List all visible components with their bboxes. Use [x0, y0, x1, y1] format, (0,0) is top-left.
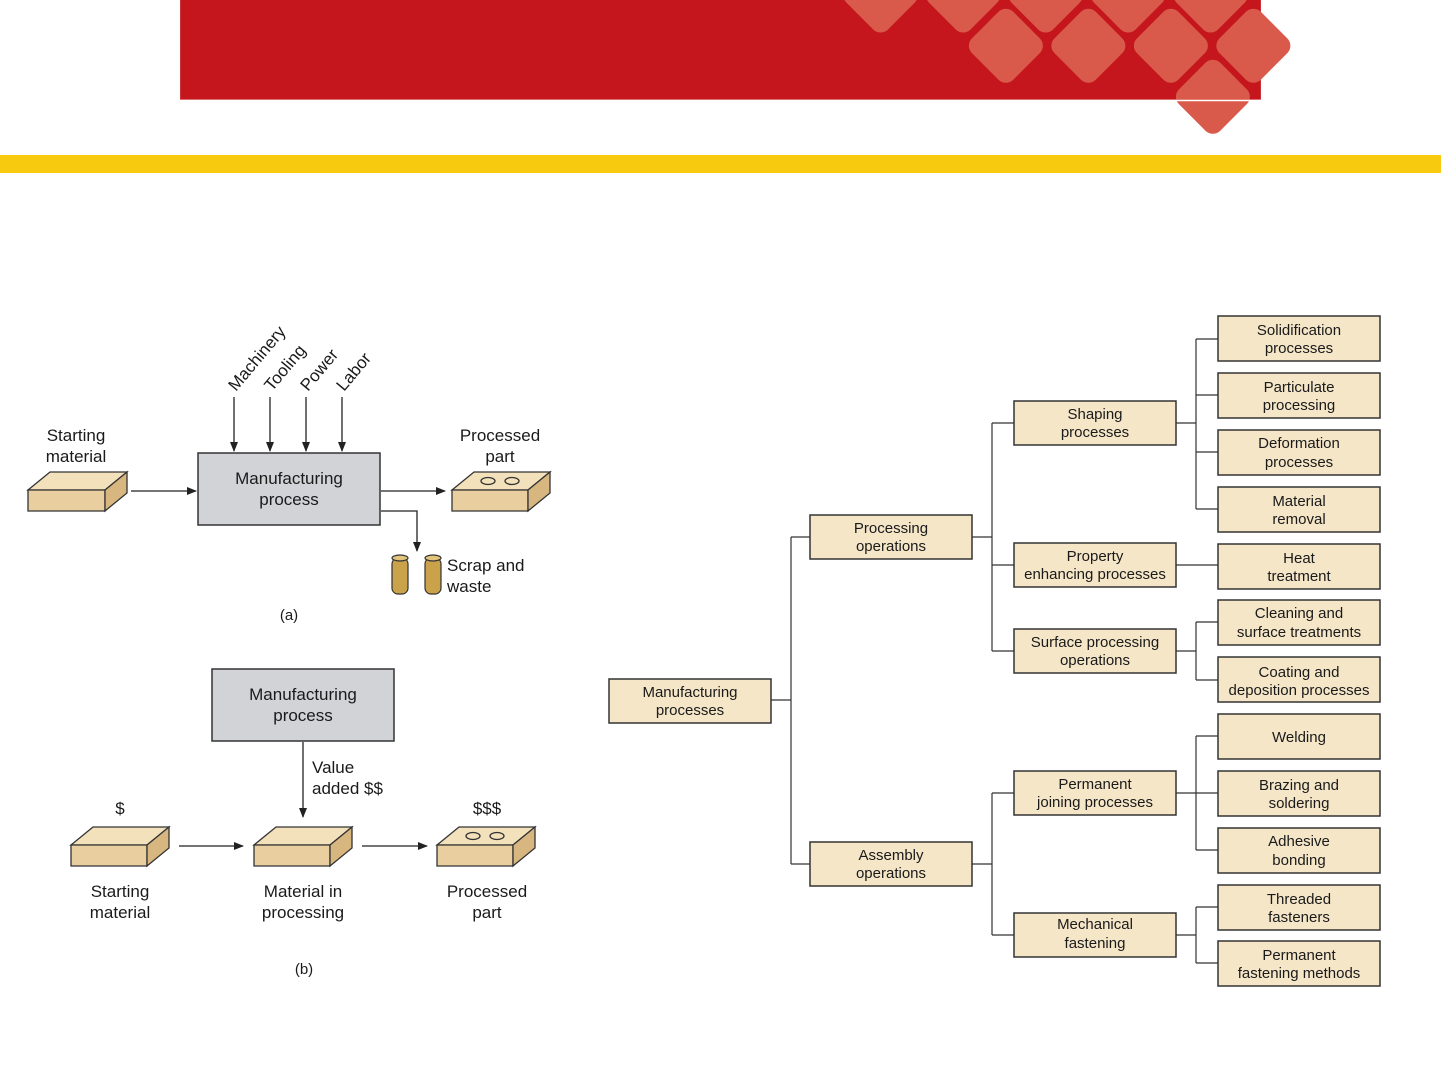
tree-node-label: processes: [1061, 424, 1129, 441]
tree-node-label: Deformation: [1258, 435, 1340, 452]
tree-node-label: Permanent: [1262, 947, 1336, 964]
tree-node-label: surface treatments: [1237, 624, 1361, 641]
tree-node-adhesive: Adhesive bonding: [1217, 827, 1381, 874]
tree-node-label: Shaping: [1067, 406, 1122, 423]
tree-node-label: fastening methods: [1238, 965, 1361, 982]
processed-part-label-a-line1: Processed: [460, 426, 540, 445]
scrap-label-line1: Scrap and: [447, 556, 525, 575]
tree-node-permanent-fastening: Permanent fastening methods: [1217, 940, 1381, 987]
tree-node-label: Coating and: [1259, 664, 1340, 681]
process-box-b: [211, 668, 395, 742]
tree-node-processing-operations: Processing operations: [809, 514, 973, 560]
processed-part-label-b-line2: part: [472, 903, 502, 922]
value-added-label-line1: Value: [312, 758, 354, 777]
starting-material-label-b-line2: material: [90, 903, 150, 922]
accent-stripe: [0, 155, 1441, 173]
tree-node-label: Adhesive: [1268, 833, 1330, 850]
tree-node-label: operations: [856, 538, 926, 555]
processed-part-block-a: [450, 470, 552, 513]
tree-node-label: fastening: [1065, 935, 1126, 952]
tree-node-deformation: Deformation processes: [1217, 429, 1381, 476]
tree-node-label: Welding: [1272, 729, 1326, 746]
tree-node-heat-treatment: Heat treatment: [1217, 543, 1381, 590]
tree-node-label: enhancing processes: [1024, 566, 1166, 583]
value-added-label-line2: added $$: [312, 779, 383, 798]
tree-node-label: processes: [1265, 340, 1333, 357]
caption-b: (b): [295, 961, 313, 978]
processed-part-label-a-line2: part: [485, 447, 515, 466]
process-label-a-line2: process: [259, 490, 319, 509]
processed-part-block-b: [435, 825, 537, 868]
tree-node-label: Mechanical: [1057, 916, 1133, 933]
tree-node-label: Threaded: [1267, 891, 1331, 908]
tree-node-label: Manufacturing: [642, 684, 737, 701]
tree-node-label: Heat: [1283, 550, 1316, 567]
tree-node-brazing: Brazing and soldering: [1217, 770, 1381, 817]
tree-node-label: Material: [1272, 493, 1325, 510]
dollar-start-label: $: [115, 799, 125, 818]
tree-node-property-enhancing: Property enhancing processes: [1013, 542, 1177, 588]
starting-material-label-a-line2: material: [46, 447, 106, 466]
tree-node-label: operations: [856, 865, 926, 882]
scrap-label-line2: waste: [446, 577, 491, 596]
tree-node-material-removal: Material removal: [1217, 486, 1381, 533]
tree-node-shaping-processes: Shaping processes: [1013, 400, 1177, 446]
tree-node-label: Surface processing: [1031, 634, 1159, 651]
tree-node-label: joining processes: [1036, 794, 1153, 811]
material-in-processing-label-line2: processing: [262, 903, 344, 922]
tree-node-label: removal: [1272, 511, 1325, 528]
tree-node-threaded-fasteners: Threaded fasteners: [1217, 884, 1381, 931]
process-label-b-line2: process: [273, 706, 333, 725]
tree-node-label: processing: [1263, 397, 1336, 414]
tree-connectors: [771, 338, 1218, 964]
tree-node-particulate: Particulate processing: [1217, 372, 1381, 419]
process-classification-tree: Manufacturing processes Processing opera…: [608, 315, 1381, 987]
tree-node-coating: Coating and deposition processes: [1217, 656, 1381, 703]
tree-node-welding: Welding: [1217, 713, 1381, 760]
process-label-a-line1: Manufacturing: [235, 469, 343, 488]
tree-node-cleaning: Cleaning and surface treatments: [1217, 599, 1381, 646]
figure-a: Machinery Tooling Power Labor Manufactur…: [26, 322, 552, 624]
starting-material-block-a: [26, 470, 129, 513]
tree-node-label: Cleaning and: [1255, 605, 1343, 622]
tree-node-label: Property: [1067, 548, 1124, 565]
starting-material-label-b-line1: Starting: [91, 882, 150, 901]
arrow-process-to-scrap: [381, 510, 421, 552]
process-box-a: [197, 452, 381, 526]
tree-node-label: soldering: [1269, 795, 1330, 812]
tree-node-label: Brazing and: [1259, 777, 1339, 794]
tree-node-label: Permanent: [1058, 776, 1132, 793]
header-banner: [180, 0, 1291, 134]
tree-node-label: bonding: [1272, 852, 1325, 869]
dollar-end-label: $$$: [473, 799, 502, 818]
tree-node-mechanical-fastening: Mechanical fastening: [1013, 912, 1177, 958]
tree-node-label: Solidification: [1257, 322, 1341, 339]
processed-part-label-b-line1: Processed: [447, 882, 527, 901]
tree-node-manufacturing-processes: Manufacturing processes: [608, 678, 772, 724]
process-label-b-line1: Manufacturing: [249, 685, 357, 704]
material-in-processing-block: [252, 825, 354, 868]
header-diamond-pattern: [843, 0, 1291, 134]
tree-node-label: operations: [1060, 652, 1130, 669]
tree-node-label: processes: [656, 702, 724, 719]
starting-material-label-a-line1: Starting: [47, 426, 106, 445]
caption-a: (a): [280, 607, 298, 624]
tree-node-label: treatment: [1267, 568, 1331, 585]
tree-node-label: Assembly: [858, 847, 924, 864]
figure-b: Manufacturing process Value added $$ $ $…: [69, 668, 537, 978]
tree-node-permanent-joining: Permanent joining processes: [1013, 770, 1177, 816]
material-in-processing-label-line1: Material in: [264, 882, 342, 901]
starting-material-block-b: [69, 825, 171, 868]
tree-node-label: deposition processes: [1229, 682, 1370, 699]
tree-node-assembly-operations: Assembly operations: [809, 841, 973, 887]
tree-node-label: fasteners: [1268, 909, 1330, 926]
tree-node-surface-processing: Surface processing operations: [1013, 628, 1177, 674]
tree-node-label: Particulate: [1264, 379, 1335, 396]
scrap-cylinders: [391, 554, 442, 595]
tree-node-label: processes: [1265, 454, 1333, 471]
tree-node-solidification: Solidification processes: [1217, 315, 1381, 362]
tree-node-label: Processing: [854, 520, 928, 537]
